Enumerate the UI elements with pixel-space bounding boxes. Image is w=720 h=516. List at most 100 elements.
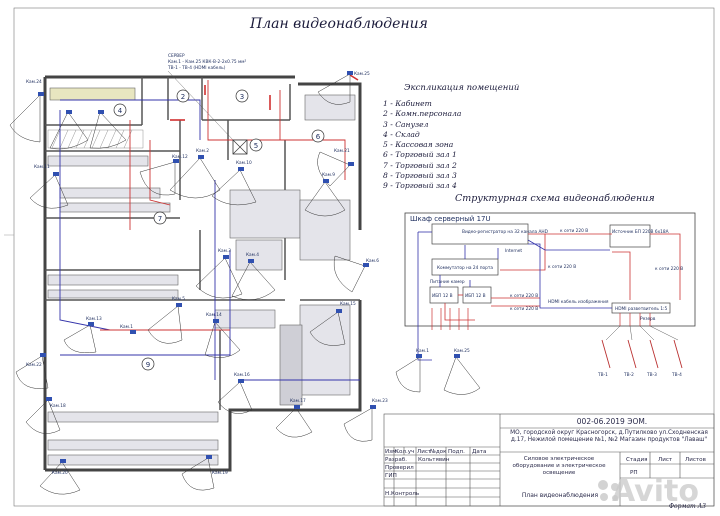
power-cams-label: Питание камер xyxy=(430,279,465,285)
recorder-label: Видео-регистратор на 32 канала AHD xyxy=(462,229,549,235)
splitter-label: HDMI разветвитель 1:5 xyxy=(615,306,668,312)
sheet-title: План видеонаблюдения xyxy=(522,492,599,499)
role-label: ГИП xyxy=(385,473,397,479)
legend-item: 7 - Торговый зал 2 xyxy=(383,160,457,170)
camera-label: Кам.10 xyxy=(236,160,252,166)
camera-label: Кам.23 xyxy=(372,398,388,404)
legend-item: 1 - Кабинет xyxy=(383,99,432,108)
legend-item: 6 - Торговый зал 1 xyxy=(383,150,457,160)
internet-label: Internet xyxy=(505,248,522,254)
camera-label: Кам.21 xyxy=(334,148,350,154)
switch-label: Коммутатор на 24 порта xyxy=(437,265,493,271)
camera-label: Кам.2 xyxy=(196,148,209,154)
room-number: 4 xyxy=(118,107,123,115)
sheets-header: Листов xyxy=(685,457,706,463)
sheet-format: Формат А3 xyxy=(669,503,706,510)
mains-label: к сети 220 В xyxy=(560,228,588,234)
mains-label: к сети 220 В xyxy=(510,293,538,299)
col-header: №док xyxy=(430,449,447,455)
room-number: 6 xyxy=(316,133,321,141)
col-header: Подп. xyxy=(448,449,465,455)
camera-label: Кам.25 xyxy=(454,348,470,354)
legend-item: 4 - Склад xyxy=(383,129,420,139)
building-walls xyxy=(43,75,362,472)
col-header: Лист xyxy=(417,449,432,455)
camera-label: Кам.24 xyxy=(26,79,42,85)
sheet-header: Лист xyxy=(658,457,673,463)
mains-label: к сети 220 В xyxy=(510,306,538,312)
psu-label: ИБП 12 В xyxy=(432,293,453,299)
camera-markers xyxy=(38,71,376,463)
camera-label: Кам.14 xyxy=(206,312,222,318)
server-note: Кам.1 - Кам.25 КВК-В-2-2х0.75 мм² xyxy=(168,59,247,65)
interior-walls xyxy=(45,77,360,410)
camera-label: Кам.6 xyxy=(366,258,379,264)
server-note: СЕРВЕР xyxy=(168,53,185,59)
source-box xyxy=(609,224,651,248)
doors xyxy=(170,74,359,121)
role-label: Н.Контроль xyxy=(385,491,419,497)
legend-item: 9 - Торговый зал 4 xyxy=(383,181,457,191)
developer-name: Кольтявин xyxy=(418,457,450,463)
camera-label: Кам.20 xyxy=(52,470,68,476)
cable-routes xyxy=(59,80,360,381)
camera-label: Кам.19 xyxy=(212,470,228,476)
structure-title: Структурная схема видеонаблюдения xyxy=(455,193,655,204)
source-label: Источник БП 220В 6х18А xyxy=(612,229,669,235)
col-header: Дата xyxy=(472,449,486,455)
col-header: Изм. xyxy=(385,449,398,455)
stage-value: РП xyxy=(630,470,638,476)
cabinet-label: Шкаф серверный 17U xyxy=(410,215,491,223)
tv-label: ТВ-3 xyxy=(646,372,657,378)
camera-label: Кам.16 xyxy=(234,372,250,378)
tv-label: ТВ-4 xyxy=(671,372,682,378)
server-note: ТВ-1 - ТВ-4 (HDMI кабель) xyxy=(167,65,226,71)
camera-label: Кам.25 xyxy=(354,71,370,77)
camera-label: Кам.4 xyxy=(246,252,259,258)
stage-header: Стадия xyxy=(626,457,647,463)
tv-label: ТВ-1 xyxy=(597,372,608,378)
legend-item: 5 - Кассовая зона xyxy=(383,140,454,150)
room-number: 7 xyxy=(158,215,162,223)
page-title: План видеонаблюдения xyxy=(250,16,428,32)
role-label: Разраб. xyxy=(385,457,407,463)
hdmi-label: HDMI кабель изображения xyxy=(548,299,609,305)
tv-label: ТВ-2 xyxy=(623,372,634,378)
avito-logo-icon xyxy=(598,480,619,501)
watermark: Avito xyxy=(612,474,699,509)
legend-item: 3 - Санузел xyxy=(383,119,429,129)
camera-label: Кам.5 xyxy=(172,296,185,302)
room-number: 5 xyxy=(254,142,258,150)
legend-list: 1 - Кабинет 2 - Комн.персонала 3 - Сануз… xyxy=(383,99,461,192)
camera-label: Кам.22 xyxy=(26,362,42,368)
structure-scheme: Шкаф серверный 17U Видео-регистратор на … xyxy=(395,212,696,395)
legend-item: 2 - Комн.персонала xyxy=(383,109,462,119)
camera-label: Кам.18 xyxy=(50,403,66,409)
col-header: Кол.уч xyxy=(395,449,414,455)
doc-code: 002-06.2019 ЭОМ. xyxy=(577,417,647,426)
psu-label: ИБП 12 В xyxy=(465,293,486,299)
address-text: МО, городской округ Красногорск, д.Путил… xyxy=(510,430,708,443)
camera-label: Кам.9 xyxy=(322,172,335,178)
camera-label: Кам.1 xyxy=(416,348,429,354)
legend-item: 8 - Торговый зал 3 xyxy=(383,171,457,181)
room-number: 3 xyxy=(240,93,244,101)
mains-label: к сети 220 В xyxy=(548,264,576,270)
camera-label: Кам.15 xyxy=(340,301,356,307)
legend-title: Экспликация помещений xyxy=(404,83,520,93)
shelving xyxy=(47,87,356,466)
camera-label: Кам.12 xyxy=(172,154,188,160)
camera-label: Кам.17 xyxy=(290,398,306,404)
room-number: 9 xyxy=(146,361,150,369)
camera-label: Кам.11 xyxy=(34,164,50,170)
mains-label: к сети 220 В xyxy=(655,266,683,272)
camera-label: Кам.13 xyxy=(86,316,102,322)
title-block xyxy=(383,413,715,507)
spare-label: Резерв xyxy=(640,316,656,322)
room-markers xyxy=(113,89,325,371)
room-number: 2 xyxy=(181,93,185,101)
hatched-zone xyxy=(47,129,144,149)
camera-label: Кам.1 xyxy=(120,324,133,330)
server-cabinet xyxy=(404,212,696,327)
